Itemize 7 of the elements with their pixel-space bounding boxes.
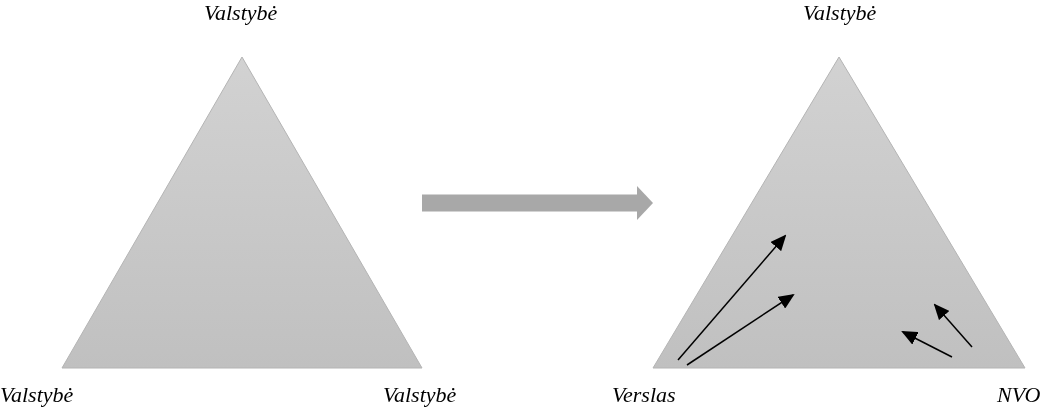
vertex-label: Valstybė bbox=[383, 382, 457, 408]
vertex-label: Valstybė bbox=[803, 0, 877, 26]
vertex-label: Verslas bbox=[612, 382, 676, 408]
arrow bbox=[422, 186, 653, 220]
vertex-label: NVO bbox=[997, 382, 1041, 408]
vertex-label: Valstybė bbox=[0, 382, 74, 408]
vertex-label: Valstybė bbox=[204, 0, 278, 26]
